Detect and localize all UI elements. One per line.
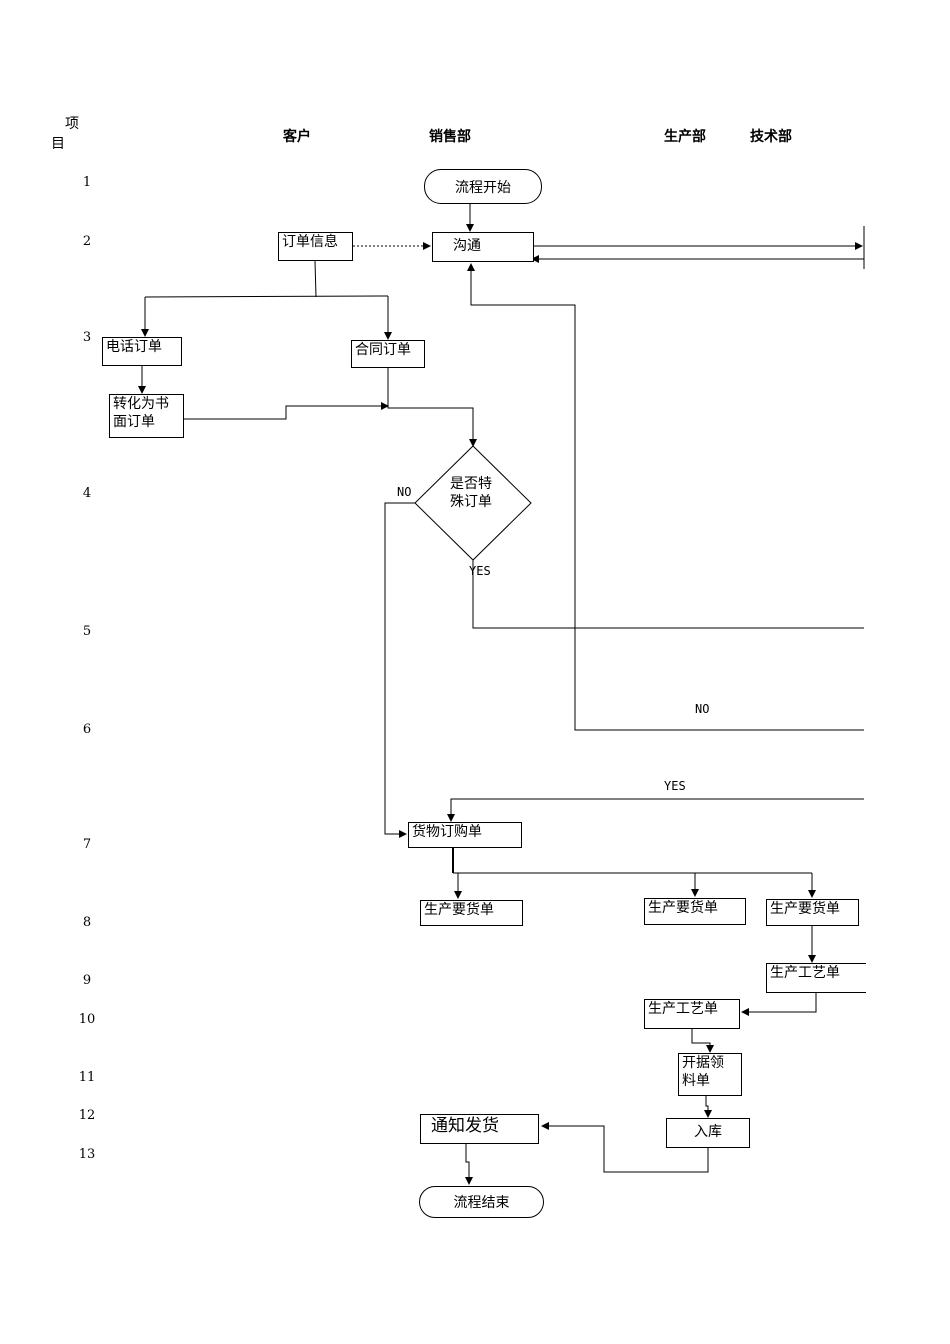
start-terminator: 流程开始 — [424, 169, 542, 204]
connector-convert-merge — [184, 402, 389, 420]
goods-purchase-order-box: 货物订购单 — [408, 822, 522, 848]
column-header-customer: 客户 — [283, 129, 311, 145]
connector-process-pick — [691, 1029, 714, 1053]
connector-diamond-yes — [472, 560, 864, 629]
row-number: 2 — [82, 234, 92, 249]
production-requisition-a: 生产要货单 — [420, 900, 523, 926]
row-number: 8 — [82, 915, 92, 930]
connector-yes-return — [447, 798, 864, 822]
column-header-item-line1: 项 — [65, 116, 79, 132]
connector-contract-diamond — [387, 368, 477, 447]
pick-list-line2: 料单 — [682, 1072, 710, 1089]
row-number: 11 — [78, 1070, 96, 1085]
pick-list-line1: 开据领 — [682, 1055, 724, 1071]
special-order-line2: 殊订单 — [450, 493, 492, 510]
special-order-decision-text: 是否特 殊订单 — [440, 476, 502, 511]
row-number: 1 — [82, 175, 92, 190]
process-sheet-tech: 生产工艺单 — [766, 963, 866, 993]
row-number: 12 — [78, 1108, 96, 1123]
production-requisition-b: 生产要货单 — [644, 898, 746, 925]
yes-label-special: YES — [469, 564, 491, 578]
end-terminator: 流程结束 — [419, 1186, 544, 1218]
row-number: 6 — [82, 722, 92, 737]
convert-written-order-box: 转化为书 面订单 — [109, 394, 184, 438]
connector-diamond-no — [384, 502, 415, 838]
decision-diamond — [414, 445, 532, 561]
row-number: 3 — [82, 330, 92, 345]
connector-no-return — [467, 263, 864, 731]
connector-orderinfo-split — [314, 260, 317, 298]
production-requisition-c: 生产要货单 — [766, 899, 859, 926]
convert-written-line1: 转化为书 — [113, 396, 169, 412]
communicate-box: 沟通 — [432, 232, 534, 262]
phone-order-box: 电话订单 — [102, 337, 182, 366]
row-number: 7 — [82, 837, 92, 852]
notify-shipment-box: 通知发货 — [420, 1114, 539, 1144]
column-header-production: 生产部 — [664, 129, 706, 145]
row-number: 5 — [82, 624, 92, 639]
connector-pick-stockin — [704, 1096, 712, 1118]
connector-stockin-notify — [541, 1122, 709, 1173]
column-header-sales: 销售部 — [429, 129, 471, 145]
row-number: 4 — [82, 486, 92, 501]
stock-in-box: 入库 — [666, 1118, 750, 1148]
contract-order-box: 合同订单 — [351, 340, 425, 368]
row-number: 9 — [82, 973, 92, 988]
column-header-tech: 技术部 — [750, 129, 792, 145]
material-pick-list-box: 开据领 料单 — [678, 1053, 742, 1096]
convert-written-line2: 面订单 — [113, 413, 155, 430]
connector-process-process — [741, 992, 817, 1016]
column-header-item-line2: 目 — [51, 136, 65, 152]
no-label-return: NO — [695, 702, 710, 716]
special-order-line1: 是否特 — [450, 476, 492, 492]
row-number: 13 — [78, 1147, 96, 1162]
yes-label-return: YES — [664, 779, 686, 793]
order-info-box: 订单信息 — [278, 232, 353, 261]
connector-notify-end — [465, 1144, 473, 1185]
no-label-special: NO — [397, 485, 412, 499]
row-number: 10 — [78, 1012, 96, 1027]
process-sheet-production: 生产工艺单 — [644, 999, 740, 1029]
